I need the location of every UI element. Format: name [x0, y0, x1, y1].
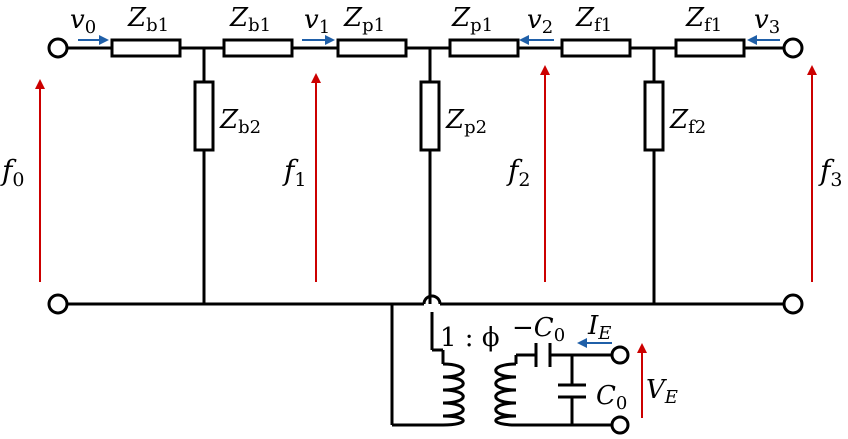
label-zp2: Zp2 [445, 105, 487, 138]
label-zf1-left: Zf1 [575, 3, 612, 36]
impedance-zp1-left-box [336, 38, 408, 58]
terminal-electrical-top [610, 345, 630, 365]
terminal-bottom-right [782, 293, 804, 315]
shunt-capacitor [558, 355, 586, 425]
label-transformer-ratio: 1 : ϕ [440, 323, 500, 353]
label-zb1-right: Zb1 [229, 3, 271, 36]
terminal-bottom-left [47, 293, 69, 315]
terminal-top-right [782, 37, 804, 59]
impedance-zb1-left-box [110, 38, 182, 58]
label-v1: v1 [304, 5, 330, 38]
label-f1: f1 [282, 154, 306, 191]
label-zp1-left: Zp1 [343, 3, 385, 36]
bottom-wire [67, 294, 784, 306]
label-f0: f0 [0, 154, 24, 191]
impedance-zb1-right-box [222, 38, 294, 58]
label-zb2: Zb2 [219, 105, 261, 138]
label-shunt-capacitor: C0 [596, 381, 627, 414]
impedance-zf1-left-box [560, 38, 632, 58]
label-zf1-right: Zf1 [685, 3, 722, 36]
label-zb1-left: Zb1 [127, 3, 169, 36]
label-v3: v3 [754, 5, 780, 38]
label-f2: f2 [506, 154, 530, 191]
transformer [390, 304, 612, 427]
label-v2: v2 [527, 5, 553, 38]
label-f3: f3 [818, 154, 842, 191]
shunt-branches [202, 48, 656, 304]
label-series-capacitor: −C0 [512, 313, 565, 346]
impedance-zp1-right-box [448, 38, 520, 58]
primary-coil [442, 362, 465, 427]
impedance-zf1-right-box [674, 38, 746, 58]
series-capacitor [534, 343, 612, 367]
impedance-zp2-box [419, 80, 441, 152]
label-current-ie: IE [587, 311, 611, 344]
secondary-coil [494, 362, 517, 427]
terminal-top-left [47, 37, 69, 59]
label-v0: v0 [70, 5, 96, 38]
label-zp1-right: Zp1 [451, 3, 493, 36]
label-voltage-ve: VE [646, 375, 678, 408]
impedance-zf2-box [643, 80, 665, 152]
impedance-zb2-box [193, 80, 215, 152]
terminal-electrical-bottom [610, 415, 630, 435]
label-zf2: Zf2 [669, 105, 706, 138]
